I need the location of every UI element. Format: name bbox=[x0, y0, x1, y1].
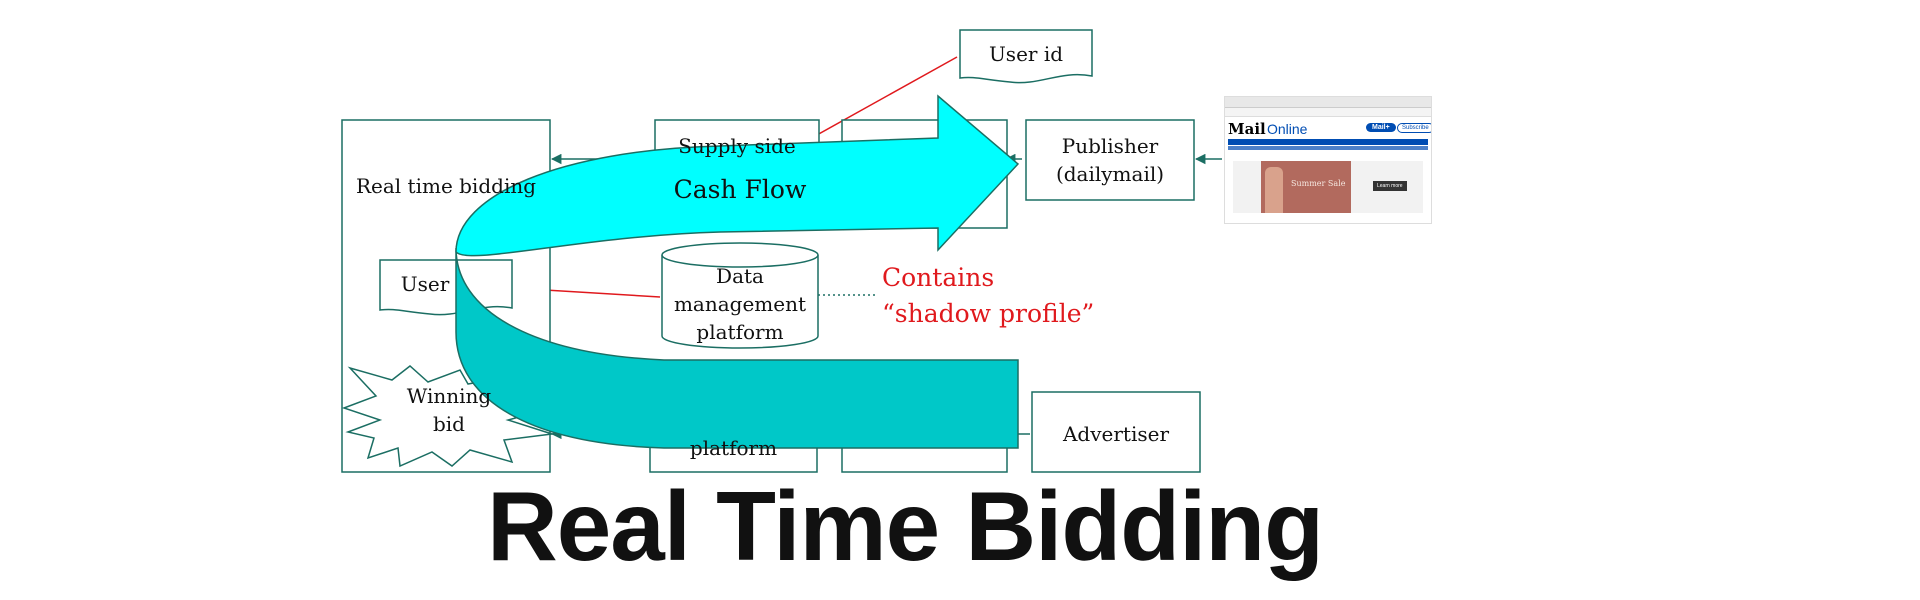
advertiser-label: Advertiser bbox=[1062, 422, 1170, 446]
ad-banner: Summer Sale Learn more bbox=[1233, 161, 1423, 213]
cash-flow-arrow-top bbox=[455, 94, 1020, 257]
winning-bid-label: Winning bid bbox=[406, 384, 492, 436]
ad-learn-more-button[interactable]: Learn more bbox=[1373, 181, 1407, 191]
rtb-label: Real time bidding bbox=[355, 174, 537, 198]
userid-label: User id bbox=[988, 42, 1064, 66]
dsp-label: platform bbox=[689, 436, 778, 460]
dmp-label: Data management platform bbox=[673, 264, 807, 344]
online-logo: Online bbox=[1267, 121, 1308, 137]
publisher-box bbox=[1025, 119, 1195, 201]
subscribe-button[interactable]: Subscribe bbox=[1397, 123, 1431, 133]
dailymail-screenshot: Mail Online Mail+ Subscribe Summer Sale … bbox=[1224, 96, 1432, 224]
masthead: Mail Online Mail+ Subscribe bbox=[1225, 117, 1431, 139]
ad-image: Summer Sale bbox=[1261, 161, 1351, 213]
advertiser-box bbox=[1031, 391, 1201, 473]
subnav-bar bbox=[1228, 146, 1428, 150]
mail-logo: Mail bbox=[1228, 120, 1266, 138]
userid-box bbox=[959, 29, 1093, 84]
ad-text: Summer Sale bbox=[1291, 179, 1346, 188]
cash-flow-label: Cash Flow bbox=[673, 175, 807, 204]
dmp-cylinder bbox=[661, 242, 819, 349]
mailplus-badge: Mail+ bbox=[1366, 123, 1396, 132]
shadow-profile-annotation: Contains “shadow profile” bbox=[882, 263, 1095, 328]
user-label: User bbox=[400, 272, 450, 296]
user-box bbox=[379, 259, 513, 316]
address-bar bbox=[1225, 108, 1431, 117]
cash-flow-arrow-bottom bbox=[455, 247, 1019, 449]
ssp-label: Supply side bbox=[678, 134, 796, 158]
nav-bar bbox=[1228, 139, 1428, 145]
slide-title: Real Time Bidding bbox=[486, 471, 1324, 581]
browser-bar bbox=[1225, 97, 1431, 108]
publisher-label: Publisher (dailymail) bbox=[1055, 134, 1165, 186]
ad-figure bbox=[1265, 167, 1283, 213]
